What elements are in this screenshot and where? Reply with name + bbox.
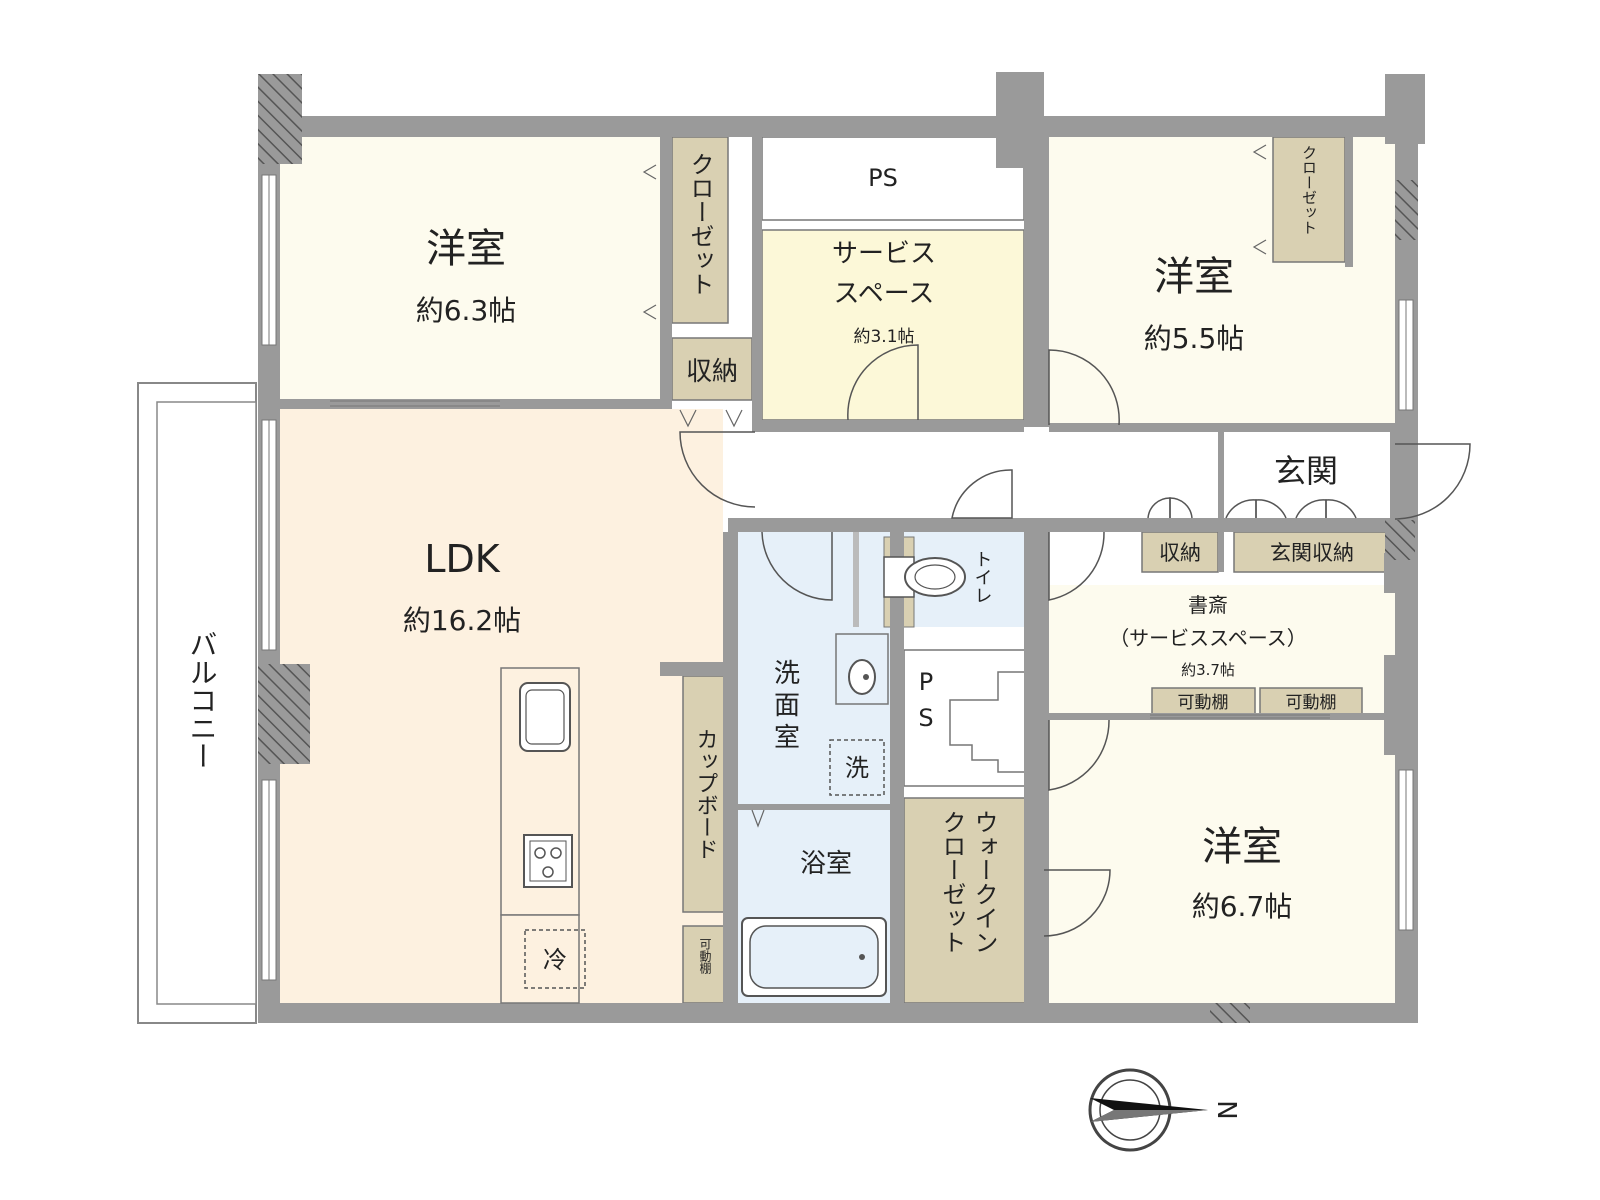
ps-top-label: PS	[868, 164, 898, 192]
service-space-area: 約3.1帖	[853, 327, 914, 347]
ldk-name: LDK	[424, 537, 500, 581]
cupboard-label: カップボード	[693, 728, 718, 860]
compass-icon	[1088, 1068, 1208, 1152]
bathtub-icon	[741, 917, 887, 997]
storage-2-label: 収納	[1159, 541, 1201, 565]
study-area: 約3.7帖	[1181, 661, 1235, 679]
washer-label: 洗	[845, 754, 869, 782]
western-room-2-name: 洋室	[1154, 254, 1234, 300]
western-room-2-area: 約5.5帖	[1144, 322, 1245, 355]
toilet-icon	[883, 556, 966, 598]
walk-in-line2: クローゼット	[938, 810, 966, 954]
western-room-1-area: 約6.3帖	[416, 294, 517, 327]
study-line2: （サービススペース）	[1109, 626, 1307, 650]
western-room-3-name: 洋室	[1202, 824, 1282, 870]
fridge-label: 冷	[543, 946, 567, 974]
study-line1: 書斎	[1188, 593, 1228, 617]
door-swings	[679, 344, 1471, 937]
sliding-doors	[330, 400, 1330, 719]
ps-mid-p: P	[919, 668, 933, 696]
washroom-label-3: 室	[774, 723, 800, 753]
closet-markers	[642, 144, 1267, 828]
service-space-floor	[761, 229, 1025, 421]
washroom-divider	[853, 532, 859, 627]
ps-mid-s: S	[918, 704, 933, 732]
storage-1-label: 収納	[686, 357, 738, 387]
washer-outline	[829, 739, 885, 796]
walk-in-line1: ウォークイン	[970, 810, 998, 954]
closet-2-label: クローゼット	[1300, 145, 1318, 235]
fridge-outline	[524, 929, 586, 989]
service-space-line2: スペース	[834, 279, 935, 309]
movable-shelf-1-label: 可動棚	[1178, 693, 1229, 713]
western-room-3-floor	[1049, 720, 1416, 1003]
storage-2	[1141, 531, 1219, 573]
balcony	[137, 382, 257, 1024]
western-room-2-floor	[1049, 137, 1416, 423]
service-space-line1: サービス	[832, 239, 936, 269]
stove-icon	[523, 834, 573, 888]
windows	[261, 174, 1414, 981]
movable-shelf-1	[1151, 687, 1256, 717]
toilet-label: トイレ	[972, 550, 993, 604]
compass-north-label: N	[1211, 1100, 1241, 1119]
closet-2	[1272, 136, 1346, 263]
small-shelf-label: 可動棚	[698, 938, 712, 975]
basin-icon	[848, 659, 876, 695]
closet-1-label: クローゼット	[686, 152, 714, 296]
western-room-1-floor	[280, 137, 660, 399]
ldk-area: 約16.2帖	[403, 604, 521, 637]
columns	[258, 72, 1425, 1023]
movable-shelf-2-label: 可動棚	[1286, 693, 1337, 713]
washroom-label-1: 洗	[774, 659, 800, 689]
bath-label: 浴室	[800, 849, 852, 879]
balcony-label: バルコニー	[186, 630, 219, 770]
sink-icon	[519, 682, 571, 752]
western-room-1-name: 洋室	[426, 226, 506, 272]
closet-1	[671, 136, 729, 324]
cupboard	[682, 675, 727, 913]
small-shelf	[682, 925, 727, 1004]
entrance-label: 玄関	[1274, 452, 1338, 490]
western-room-3-area: 約6.7帖	[1192, 890, 1293, 923]
walk-in-closet	[903, 797, 1041, 1004]
washroom-label-2: 面	[774, 691, 800, 721]
entrance-storage-label: 玄関収納	[1270, 541, 1354, 565]
movable-shelf-2	[1259, 687, 1363, 717]
